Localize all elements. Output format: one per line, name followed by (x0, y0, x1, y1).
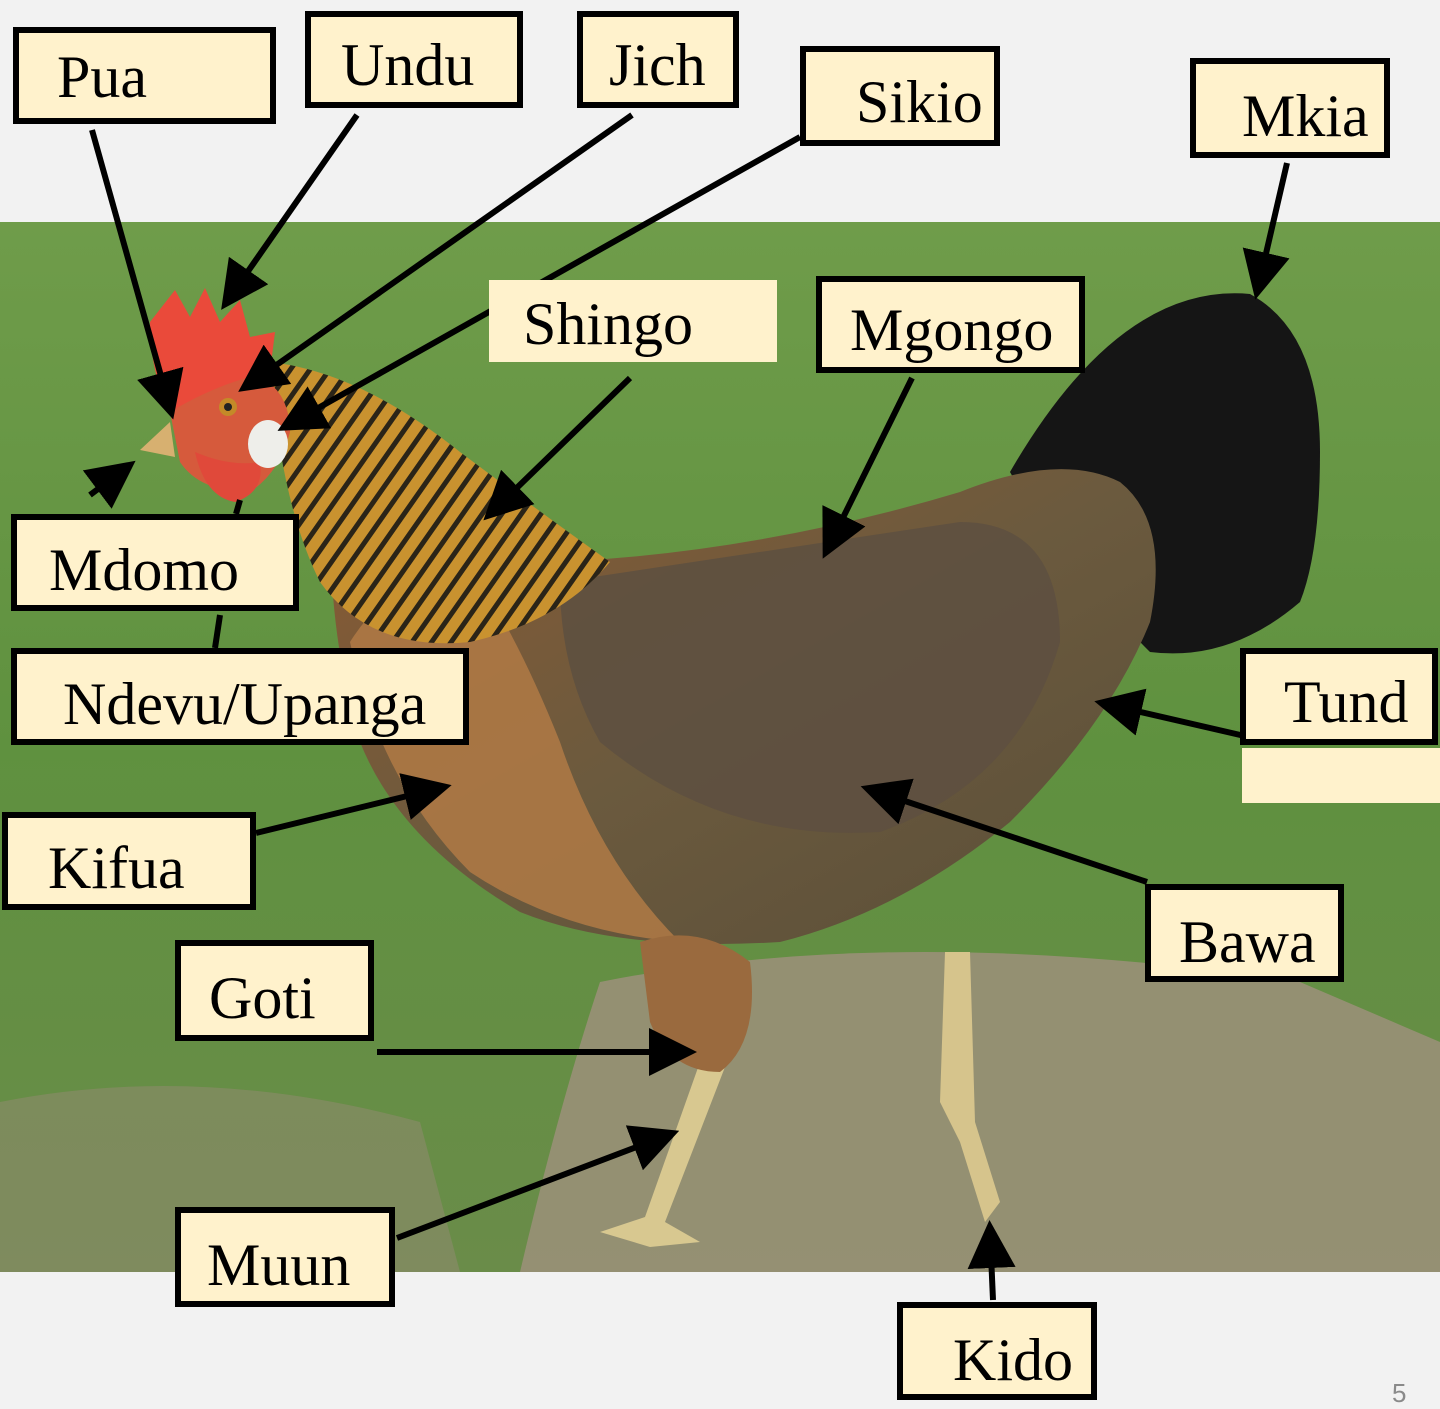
label-sikio: Sikio (800, 46, 1000, 146)
arrow-mdomo (90, 468, 126, 495)
arrow-mgongo (828, 378, 912, 548)
label-goti: Goti (175, 940, 374, 1041)
label-jich: Jich (577, 11, 739, 108)
leader-mdomo-stub (236, 500, 240, 514)
arrow-tund (1106, 704, 1262, 740)
arrow-kido (990, 1232, 993, 1300)
arrow-bawa (872, 790, 1147, 882)
arrow-shingo (492, 378, 630, 512)
page-number: 5 (1392, 1378, 1406, 1409)
label-kifua: Kifua (2, 812, 256, 910)
label-shingo: Shingo (489, 280, 777, 362)
arrow-muun (397, 1135, 668, 1238)
label-tund: Tund (1240, 648, 1438, 745)
label-muun: Muun (175, 1207, 395, 1307)
label-kido: Kido (897, 1302, 1097, 1400)
tund-extension-box (1242, 748, 1440, 803)
leader-ndevu (215, 615, 220, 648)
label-mgongo: Mgongo (816, 276, 1085, 373)
arrow-mkia (1258, 163, 1287, 288)
label-mkia: Mkia (1190, 58, 1390, 158)
label-bawa: Bawa (1145, 884, 1344, 982)
arrow-pua (92, 130, 170, 408)
label-undu: Undu (305, 11, 523, 108)
arrow-kifua (256, 788, 440, 833)
label-ndevu: Ndevu/Upanga (11, 648, 469, 745)
arrow-undu (228, 115, 357, 300)
label-mdomo: Mdomo (11, 514, 299, 611)
label-pua: Pua (13, 27, 276, 124)
